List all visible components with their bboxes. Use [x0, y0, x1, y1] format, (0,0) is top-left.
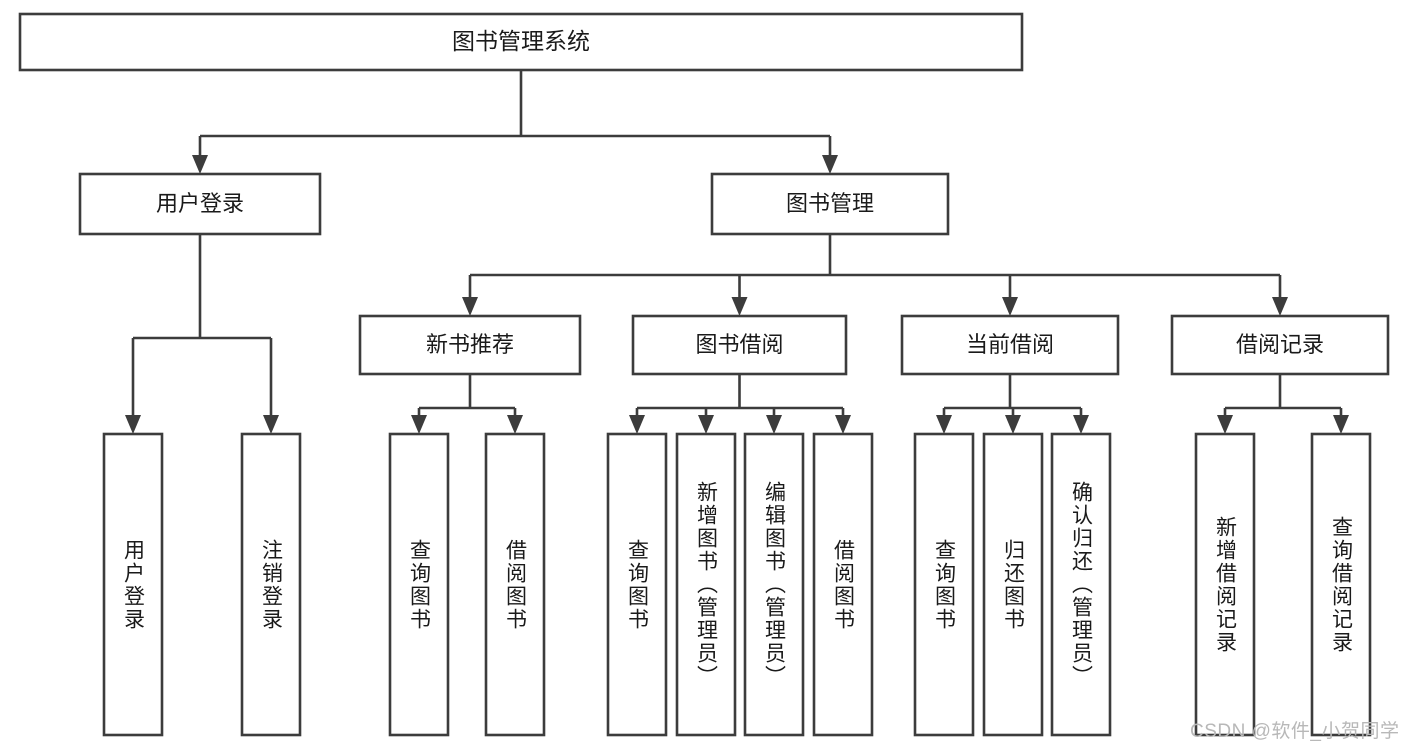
node-label-borrow-record: 借阅记录	[1236, 332, 1324, 357]
leaf-box-leaf-borrow-book	[812, 432, 874, 737]
node-label-book-borrow: 图书借阅	[695, 332, 783, 357]
node-box-new-book-recommend	[358, 314, 582, 376]
leaf-box-leaf-borrow-book-new	[484, 432, 546, 737]
arrow-to-leaf-query-book-current	[936, 415, 952, 434]
node-label-book-manage: 图书管理	[786, 191, 874, 216]
node-boxes-layer	[18, 12, 1390, 737]
leaf-box-leaf-add-borrow-record	[1194, 432, 1256, 737]
node-box-book-manage	[710, 172, 950, 236]
leaf-box-leaf-query-book-borrow	[606, 432, 668, 737]
arrow-to-leaf-confirm-return-admin	[1073, 415, 1089, 434]
arrow-to-user-login	[192, 155, 208, 174]
arrow-to-leaf-query-book-borrow	[629, 415, 645, 434]
leaf-box-leaf-return-book	[982, 432, 1044, 737]
title-label-root: 图书管理系统	[452, 28, 590, 54]
leaf-box-leaf-query-book-current	[913, 432, 975, 737]
arrow-to-leaf-add-book-admin	[698, 415, 714, 434]
node-box-root	[18, 12, 1024, 72]
node-box-current-borrow	[900, 314, 1120, 376]
node-box-borrow-record	[1170, 314, 1390, 376]
arrow-to-leaf-edit-book-admin	[766, 415, 782, 434]
arrow-to-leaf-borrow-book	[835, 415, 851, 434]
leaf-box-leaf-edit-book-admin	[743, 432, 805, 737]
arrow-to-current-borrow	[1002, 297, 1018, 316]
arrow-to-leaf-user-login	[125, 415, 141, 434]
node-box-book-borrow	[631, 314, 848, 376]
arrow-to-leaf-add-borrow-record	[1217, 415, 1233, 434]
leaf-box-leaf-confirm-return-admin	[1050, 432, 1112, 737]
leaf-box-leaf-logout	[240, 432, 302, 737]
leaf-box-leaf-query-book-new	[388, 432, 450, 737]
node-label-user-login: 用户登录	[156, 191, 244, 216]
arrow-to-borrow-record	[1272, 297, 1288, 316]
arrow-to-leaf-return-book	[1005, 415, 1021, 434]
arrow-to-book-manage	[822, 155, 838, 174]
leaf-box-leaf-add-book-admin	[675, 432, 737, 737]
node-label-new-book-recommend: 新书推荐	[426, 332, 514, 357]
arrow-to-leaf-query-borrow-record	[1333, 415, 1349, 434]
leaf-box-leaf-user-login	[102, 432, 164, 737]
arrow-to-new-book-recommend	[462, 297, 478, 316]
arrow-to-leaf-borrow-book-new	[507, 415, 523, 434]
leaf-box-leaf-query-borrow-record	[1310, 432, 1372, 737]
csdn-watermark: CSDN @软件_小贺同学	[1190, 721, 1400, 742]
node-label-current-borrow: 当前借阅	[966, 332, 1054, 357]
arrow-to-book-borrow	[731, 297, 748, 316]
connectors-layer	[125, 70, 1349, 434]
node-box-user-login	[78, 172, 322, 236]
arrow-to-leaf-query-book-new	[411, 415, 427, 434]
arrow-to-leaf-logout	[263, 415, 279, 434]
